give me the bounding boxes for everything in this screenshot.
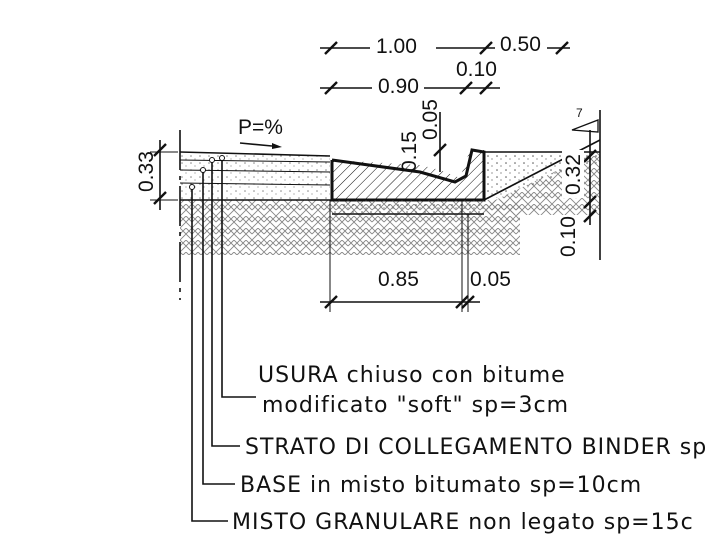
dim-top: 1.00 0.50 0.90 0.10 [320,32,570,100]
layer-base: BASE in misto bitumato sp=10cm [240,473,642,498]
dim-kerb-width: 0.90 [378,75,419,98]
layer-binder: STRATO DI COLLEGAMENTO BINDER sp [245,435,707,460]
layer-leaders [189,155,256,522]
layer-usura-line1: USURA chiuso con bitume [258,363,566,388]
dim-kerb-slope: 0.05 [419,99,442,140]
slope-label: P=% [238,116,283,139]
dim-top-right: 0.50 [500,33,541,56]
slope-indicator: P=% [238,116,283,149]
slope-mark: 7 [576,106,583,120]
dim-kerb-top: 0.10 [456,58,497,81]
pavement-layers [179,130,485,300]
dim-right-depth: 0.32 0.10 7 [557,106,599,257]
kerb-foundation [330,148,486,215]
dim-kerb-height: 0.15 [398,131,421,172]
dim-pavement-depth: 0.33 [135,151,158,192]
layer-misto: MISTO GRANULARE non legato sp=15c [232,510,694,535]
dim-left-depth: 0.33 [135,140,178,210]
dim-right-depth-value: 0.32 [562,154,585,195]
dim-kerb-vertical: 0.05 0.15 [398,99,447,172]
dim-right-base-value: 0.10 [557,216,580,257]
dim-top-width: 1.00 [376,35,417,58]
dim-bottom-small: 0.05 [470,268,511,291]
layer-usura-line2: modificato "soft" sp=3cm [262,393,569,418]
dim-bottom-width: 0.85 [378,268,419,291]
dim-bottom: 0.85 0.05 [320,200,511,312]
